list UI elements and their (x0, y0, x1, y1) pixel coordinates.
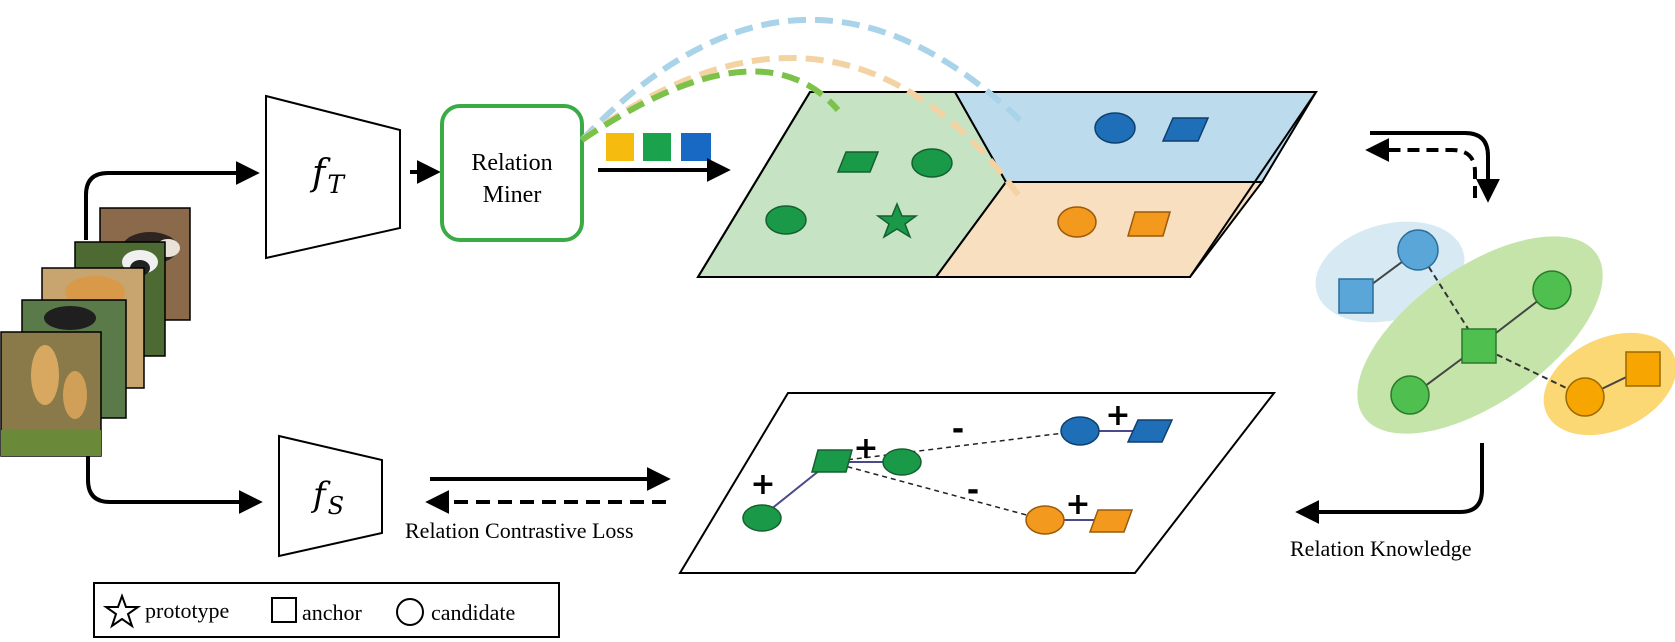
relation-tokens (606, 133, 711, 161)
token-yellow (606, 133, 634, 161)
relation-knowledge-label: Relation Knowledge (1290, 536, 1471, 561)
arc-green (580, 68, 841, 143)
orange-candidate (1057, 206, 1097, 238)
blue-candidate (1094, 112, 1136, 144)
relation-miner: Relation Miner (440, 104, 584, 242)
legend-anchor-label: anchor (302, 600, 363, 625)
sign-minus-1: - (952, 412, 964, 447)
green-prototype (875, 202, 919, 239)
relation-miner-line2: Miner (483, 182, 542, 208)
student-green-candidate-2 (742, 504, 782, 532)
graph-orange-candidate (1565, 377, 1605, 417)
student-blue-candidate (1060, 416, 1100, 446)
circle-icon (396, 598, 424, 626)
token-blue (681, 133, 711, 161)
legend-prototype-label: prototype (145, 598, 229, 623)
arc-blue (579, 16, 1023, 143)
region-blue (953, 91, 1318, 183)
legend: prototype anchor candidate (93, 582, 560, 638)
blue-anchor (1161, 117, 1210, 142)
branch-arrow-to-teacher (84, 161, 260, 240)
sign-plus-2: + (853, 431, 878, 466)
branch-arrow-to-student (86, 456, 263, 514)
relation-contrastive-loss-label: Relation Contrastive Loss (405, 518, 634, 543)
star-icon (102, 593, 142, 629)
sign-plus-3: + (1105, 398, 1130, 433)
arrow-knowledge-to-student-space (1295, 443, 1484, 524)
student-green-anchor (811, 449, 853, 473)
student-orange-anchor (1088, 509, 1134, 533)
green-candidate-1 (911, 148, 953, 178)
relation-miner-line1: Relation (471, 150, 552, 176)
sign-minus-2: - (967, 473, 979, 508)
teacher-encoder: fT (265, 94, 401, 260)
student-blue-anchor (1126, 419, 1174, 443)
space-outline (696, 91, 1318, 278)
graph-green-candidate-2 (1390, 375, 1430, 415)
square-icon (271, 597, 297, 623)
relation-knowledge-graph (1315, 221, 1675, 436)
student-relation-space: + + - + - + (678, 392, 1277, 574)
arrow-back-dashed (1365, 138, 1477, 198)
sign-plus-4: + (1065, 487, 1090, 522)
teacher-relation-space (696, 91, 1318, 278)
arrow-to-knowledge-graph (1370, 131, 1500, 203)
orange-anchor (1127, 211, 1171, 237)
legend-candidate-label: candidate (431, 600, 515, 625)
graph-orange-anchor (1625, 351, 1661, 387)
legend-box (93, 582, 560, 638)
green-anchor (836, 151, 880, 173)
student-encoder: fS (278, 434, 383, 558)
graph-blue-anchor (1338, 278, 1374, 314)
graph-green-candidate-1 (1532, 270, 1572, 310)
image-card-cheetah (0, 331, 102, 457)
sign-plus-1: + (750, 467, 775, 502)
student-orange-candidate (1025, 505, 1065, 535)
graph-green-anchor (1461, 328, 1497, 364)
green-candidate-2 (765, 205, 807, 235)
input-image-stack (0, 207, 191, 457)
graph-blue-candidate (1397, 229, 1439, 271)
token-green (643, 133, 671, 161)
miner-arcs (579, 16, 1025, 202)
student-green-candidate-1 (882, 448, 922, 476)
